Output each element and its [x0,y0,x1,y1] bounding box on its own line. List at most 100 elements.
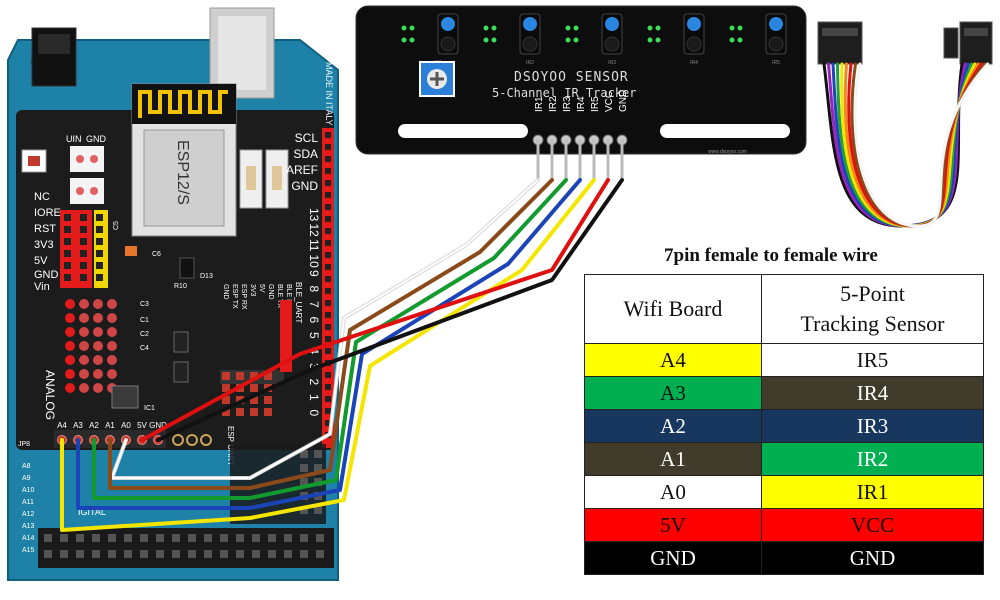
left-label-nc: NC [34,191,50,203]
bottom-pin-label-a1: A1 [105,421,115,430]
bottom-pin-label-a0: A0 [121,421,131,430]
left-label-vin: Vin [34,281,50,293]
mux-label: BLE RX [285,284,292,309]
left-label-iore: IORE [34,207,61,219]
jp8-label: JP8 [18,441,30,448]
right-label-11: 11 [307,239,321,252]
made-in-label: MADE IN ITALY [324,62,334,126]
sensor-pin-label-vcc: VCC [604,91,615,112]
bottom-pin-label-gnd: GND [149,421,167,430]
sensor-pin-cell: IR1 [761,475,984,509]
board-pin-cell: GND [584,541,762,575]
sensor-channel-label: IR2 [526,60,534,66]
bottom-pin-label-a3: A3 [73,421,83,430]
left-label-gnd: GND [34,269,59,281]
sensor-pin-cell: IR5 [761,343,984,377]
right-label-sda: SDA [293,147,318,161]
right-label-13: 13 [307,208,321,222]
mux-label: ESP TX [231,284,238,309]
board-pin-cell: A1 [584,442,762,476]
sensor-pin-label-ir3: IR3 [562,96,573,112]
bottom-pin-label-a2: A2 [89,421,99,430]
board-pin-cell: A3 [584,376,762,410]
ble-uart-label: BLE_UART [294,282,303,323]
sensor-website: www.dsoyoo.com [708,149,747,155]
esp-module-label: ESP12/S [174,140,191,205]
right-label-5: 5 [307,332,321,339]
right-label-12: 12 [307,224,321,238]
left-label-5v: 5V [34,255,48,267]
sensor-pin-label-gnd: GND [618,90,629,112]
sensor-channel-label: IR5 [772,60,780,66]
mux-label: GND [267,284,274,300]
sensor-brand: DSOYOO SENSOR [514,70,629,85]
side-pin-label: A13 [22,523,35,530]
sensor-pin-cell: IR2 [761,442,984,476]
power-label-uin: UIN [66,134,82,144]
female-to-female-wire [817,21,993,228]
connection-wires [60,178,624,532]
sensor-pin-label-ir1: IR1 [534,96,545,112]
side-pin-label: A12 [22,511,35,518]
side-pin-label: A8 [22,463,31,470]
side-pin-label: A14 [22,535,35,542]
right-label-aref: AREF [286,163,318,177]
board-pin-cell: A0 [584,475,762,509]
cap-c4: C4 [140,345,149,352]
right-label-scl: SCL [295,131,319,145]
right-label-8: 8 [307,286,321,293]
right-label-6: 6 [307,317,321,324]
wifi-board: MADE IN ITALY ESP12/S UIN GND NCIORERST3… [7,7,339,581]
bottom-pin-label-5v: 5V [137,421,147,430]
mux-label: BLE TX [276,284,283,308]
ic1-label: IC1 [144,405,155,412]
sensor-pin-label-ir5: IR5 [590,96,601,112]
sensor-pin-label-ir2: IR2 [548,96,559,112]
right-label-gnd: GND [291,179,318,193]
board-pin-cell: 5V [584,508,762,542]
mux-label: ESP RX [240,284,247,310]
board-pin-cell: A4 [584,343,762,377]
digital-label: IGITAL [78,507,106,517]
sensor-pin-label-ir4: IR4 [576,96,587,112]
sensor-pin-cell: GND [761,541,984,575]
r10-label: R10 [174,283,187,290]
mux-label: 5V [258,284,265,293]
right-label-0: 0 [307,410,321,417]
side-pin-label: A9 [22,475,31,482]
wire-ir2 [108,178,554,490]
d13-label: D13 [200,273,213,280]
cap-c3: C3 [140,301,149,308]
sensor-channel-label: IR3 [608,60,616,66]
mux-label: 3V3 [249,284,256,297]
right-label-7: 7 [307,301,321,308]
sensor-pin-cell: VCC [761,508,984,542]
left-label-3v3: 3V3 [34,239,54,251]
sensor-subtitle: 5-Channel IR Tracker [492,86,637,100]
cap-c5: C5 [113,221,120,230]
bottom-pin-label-a4: A4 [57,421,67,430]
side-pin-label: A15 [22,547,35,554]
board-pin-cell: A2 [584,409,762,443]
right-label-9: 9 [307,270,321,277]
wire-vcc [140,178,610,442]
cap-c6: C6 [152,251,161,258]
side-pin-label: A10 [22,487,35,494]
right-label-1: 1 [307,394,321,401]
right-label-10: 10 [307,255,321,269]
wire-gnd [156,178,624,442]
sensor-pin-cell: IR4 [761,376,984,410]
sensor-pin-cell: IR3 [761,409,984,443]
